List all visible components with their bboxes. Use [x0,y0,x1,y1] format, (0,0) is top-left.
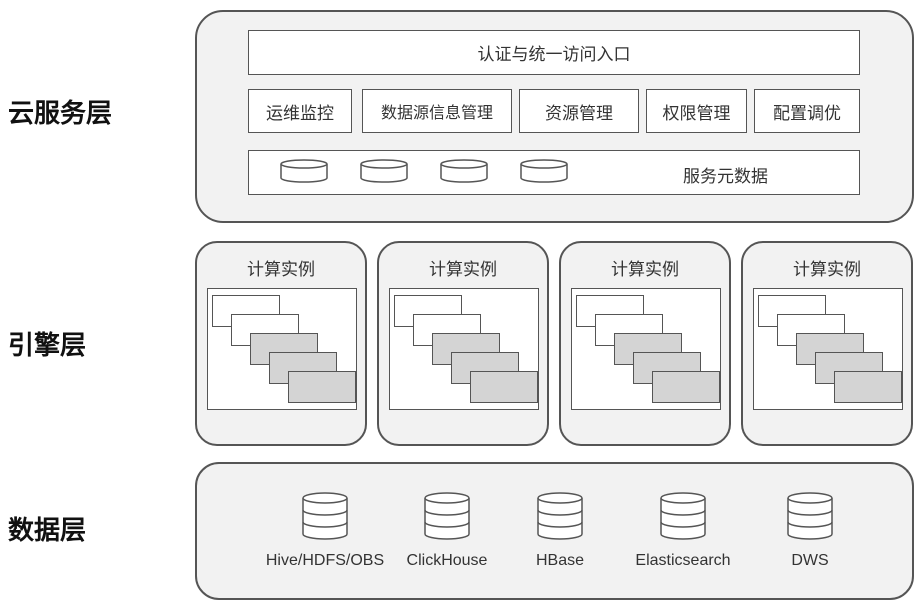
engine-layer-label: 引擎层 [8,331,87,361]
module-config-tuning: 配置调优 [754,89,860,133]
task-stack [753,288,903,410]
compute-instance-3: 计算实例 [559,241,731,446]
compute-instance-title: 计算实例 [429,260,497,280]
database-icon [302,492,348,540]
auth-entry-box: 认证与统一访问入口 [248,30,860,75]
service-metadata-label: 服务元数据 [683,167,768,187]
database-icon [660,492,706,540]
database-icon [787,492,833,540]
cylinder-icon [440,159,488,183]
data-layer-label: 数据层 [8,516,87,546]
compute-instance-title: 计算实例 [247,260,315,280]
task-block [470,371,538,403]
task-stack [389,288,539,410]
task-stack [571,288,721,410]
database-icon [537,492,583,540]
cylinder-icon [280,159,328,183]
module-ops-monitor: 运维监控 [248,89,352,133]
compute-instance-2: 计算实例 [377,241,549,446]
module-permission-mgmt: 权限管理 [646,89,747,133]
cloud-layer-label: 云服务层 [8,99,113,129]
compute-instance-4: 计算实例 [741,241,913,446]
task-block [652,371,720,403]
data-source-label: DWS [791,552,829,569]
data-source-label: Hive/HDFS/OBS [265,552,385,569]
data-source-label: Elasticsearch [635,552,731,569]
service-metadata-box: 服务元数据 [248,150,860,195]
compute-instance-1: 计算实例 [195,241,367,446]
cylinder-icon [520,159,568,183]
cylinder-icon [360,159,408,183]
data-source-label: HBase [535,552,585,569]
module-resource-mgmt: 资源管理 [519,89,639,133]
module-datasource-info: 数据源信息管理 [362,89,512,133]
task-block [834,371,902,403]
task-block [288,371,356,403]
data-source-label: ClickHouse [406,552,488,569]
database-icon [424,492,470,540]
compute-instance-title: 计算实例 [611,260,679,280]
metadata-db-icons [280,159,568,183]
task-stack [207,288,357,410]
compute-instance-title: 计算实例 [793,260,861,280]
